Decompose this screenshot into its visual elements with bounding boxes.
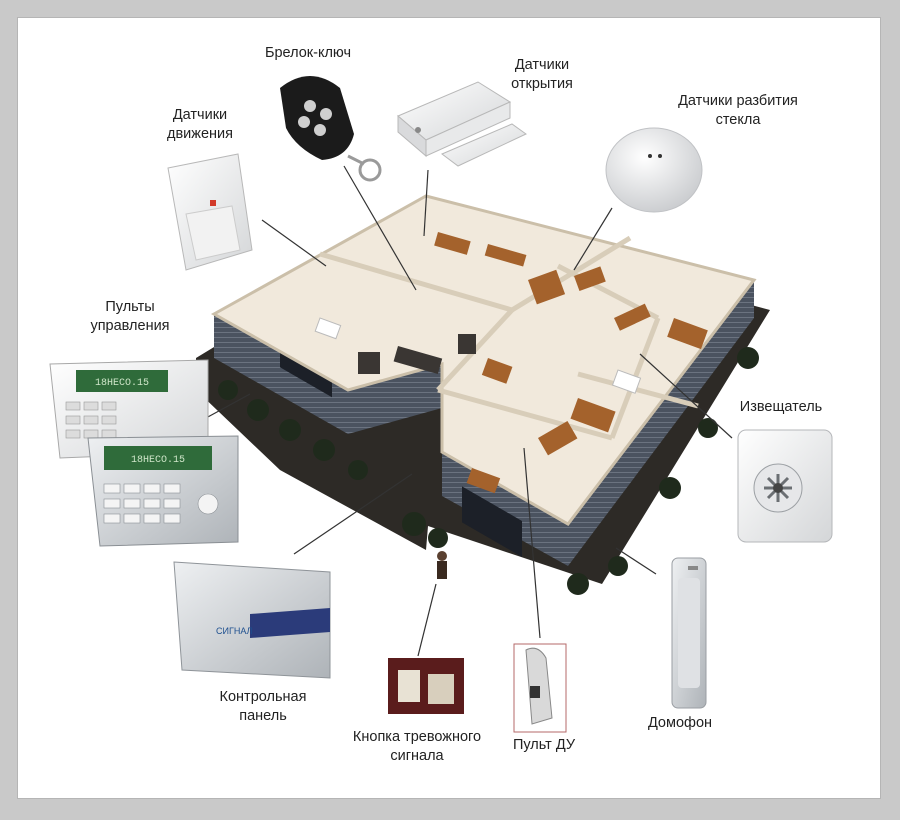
house-cutaway xyxy=(196,194,770,595)
leader-control-panel xyxy=(293,473,413,555)
glass-break-device xyxy=(605,127,703,213)
leader-lines xyxy=(205,165,733,657)
label-sounder: Извещатель xyxy=(739,399,823,415)
label-panic-button: Кнопка тревожного сигнала xyxy=(352,729,482,764)
wall-front-left xyxy=(348,364,442,434)
leader-sounder xyxy=(639,353,733,439)
opening-sensors-device xyxy=(397,81,527,167)
security-system-illustration: 18HECO.15 18HECO.15 СИГНАЛ xyxy=(49,76,833,733)
label-remote: Пульт ДУ xyxy=(512,737,576,753)
leader-remote xyxy=(523,447,541,639)
control-panel-brand: СИГНАЛ xyxy=(216,626,253,636)
leader-keyfob xyxy=(343,165,417,291)
label-control-panel: Контрольная панель xyxy=(219,689,307,724)
leader-opening-sensors xyxy=(423,169,429,237)
leader-motion-sensors xyxy=(261,219,327,267)
wall-right xyxy=(568,280,754,566)
leader-intercom xyxy=(615,547,657,575)
label-motion-sensors: Датчики движения xyxy=(167,107,233,142)
person-figure xyxy=(437,551,447,579)
keypad-device-2: 18HECO.15 xyxy=(87,435,239,547)
label-opening-sensors: Датчики открытия xyxy=(511,57,573,92)
sounder-device xyxy=(737,429,833,543)
diagram-canvas: 18HECO.15 18HECO.15 СИГНАЛ xyxy=(18,18,880,798)
keyfob-device xyxy=(280,76,382,182)
shrubs xyxy=(218,347,759,595)
label-control-consoles: Пульты управления xyxy=(90,299,170,334)
motion-sensor-device xyxy=(167,153,253,271)
intercom-device xyxy=(671,557,707,709)
control-panel-device: СИГНАЛ xyxy=(173,561,331,679)
sofas xyxy=(358,334,476,375)
label-glass-break: Датчики разбития стекла xyxy=(678,93,798,128)
leader-control-consoles xyxy=(205,393,251,419)
floor-plan xyxy=(210,194,757,526)
furniture xyxy=(434,232,708,494)
leader-panic-button xyxy=(417,583,437,657)
keypad-1-display: 18HECO.15 xyxy=(95,378,149,389)
label-intercom: Домофон xyxy=(647,715,713,731)
keypad-2-display: 18HECO.15 xyxy=(131,455,185,466)
window xyxy=(462,486,522,557)
panic-button-device xyxy=(388,658,464,714)
label-keyfob: Брелок-ключ xyxy=(264,45,352,61)
wall-left xyxy=(214,314,348,434)
remote-device xyxy=(513,643,567,733)
leader-glass-break xyxy=(573,207,613,271)
beds xyxy=(314,317,642,394)
